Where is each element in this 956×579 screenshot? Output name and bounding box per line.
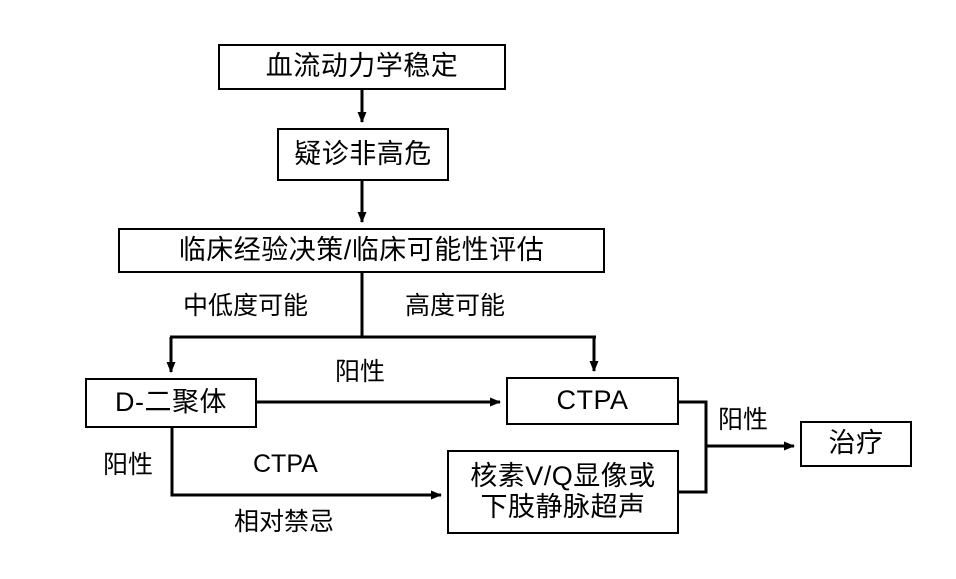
- edge-label-low-moderate-probability: 中低度可能: [183, 292, 309, 320]
- node-hemodynamic-stable[interactable]: 血流动力学稳定: [218, 44, 506, 90]
- edge-label-positive-to-treatment: 阳性: [718, 406, 769, 434]
- node-clinical-assessment[interactable]: 临床经验决策/临床可能性评估: [118, 228, 605, 273]
- node-treatment-label: 治疗: [828, 428, 884, 459]
- node-ctpa[interactable]: CTPA: [506, 377, 679, 425]
- edge-label-positive-d-dimer-to-ctpa: 阳性: [335, 358, 386, 386]
- connector-d-dimer-to-vq: [170, 428, 442, 500]
- node-vq-or-ultrasound[interactable]: 核素V/Q显像或 下肢静脉超声: [447, 450, 679, 534]
- node-suspected-non-high-risk-label: 疑诊非高危: [294, 138, 432, 169]
- node-ctpa-label: CTPA: [556, 385, 629, 416]
- node-vq-or-ultrasound-label-line2: 下肢静脉超声: [480, 492, 646, 522]
- node-hemodynamic-stable-label: 血流动力学稳定: [265, 51, 459, 82]
- node-clinical-assessment-label: 临床经验决策/临床可能性评估: [178, 234, 545, 265]
- node-vq-or-ultrasound-label-line1: 核素V/Q显像或: [470, 460, 656, 491]
- node-d-dimer[interactable]: D-二聚体: [85, 378, 257, 428]
- edge-label-positive-d-dimer-down: 阳性: [103, 451, 154, 479]
- edge-label-ctpa-relative-contraindication-bottom: 相对禁忌: [234, 508, 335, 536]
- node-d-dimer-label: D-二聚体: [115, 387, 227, 418]
- edge-label-ctpa-relative-contraindication-top: CTPA: [253, 450, 318, 478]
- connector-ctpa-to-merge: [679, 400, 708, 494]
- node-suspected-non-high-risk[interactable]: 疑诊非高危: [277, 128, 449, 181]
- node-treatment[interactable]: 治疗: [800, 421, 912, 467]
- edge-label-high-probability: 高度可能: [405, 292, 506, 320]
